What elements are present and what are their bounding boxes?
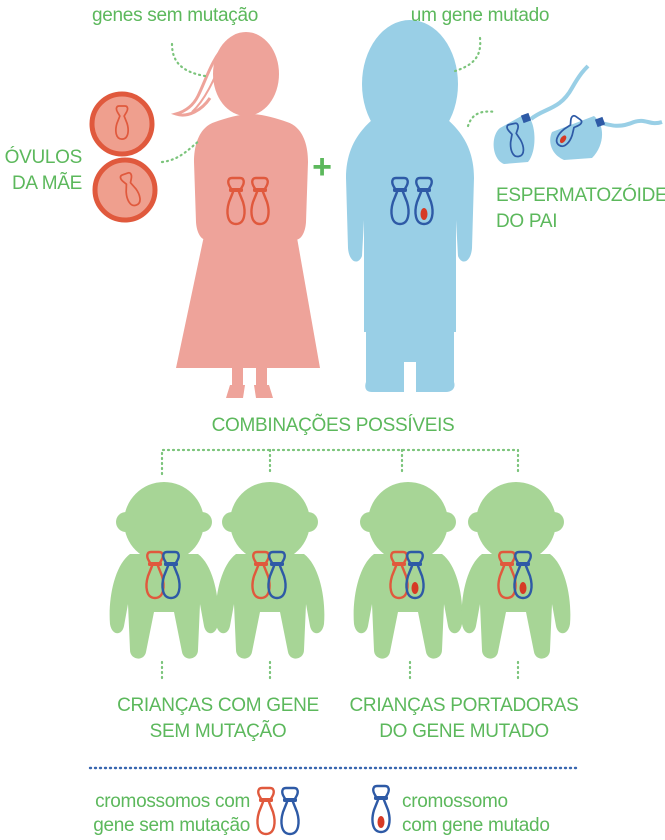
child-silhouette bbox=[216, 482, 325, 659]
legend-normal-line1: cromossomos com bbox=[60, 790, 250, 814]
child-silhouette bbox=[110, 482, 219, 659]
child-silhouette bbox=[354, 482, 463, 659]
ovum-icon bbox=[92, 94, 152, 154]
combinations-title: COMBINAÇÕES POSSÍVEIS bbox=[180, 414, 486, 438]
legend-chromosome-icon-mutated bbox=[372, 786, 389, 832]
father-caption: um gene mutado bbox=[400, 4, 560, 28]
sperm-icon bbox=[550, 114, 662, 160]
father-figure bbox=[346, 20, 474, 392]
sperm-label-line1: ESPERMATOZÓIDES bbox=[496, 184, 665, 208]
legend-mutated-line2: com gene mutado bbox=[402, 814, 550, 838]
ova-label-line1: ÓVULOS bbox=[0, 146, 82, 170]
child-silhouette bbox=[462, 482, 571, 659]
legend-mutated-line1: cromossomo bbox=[402, 790, 508, 814]
mother-caption: genes sem mutação bbox=[70, 4, 280, 28]
children-carrier-line1: CRIANÇAS PORTADORAS bbox=[342, 694, 586, 718]
mother-figure bbox=[176, 32, 320, 398]
sperm-label-line2: DO PAI bbox=[496, 210, 557, 234]
ovum-icon bbox=[95, 160, 155, 220]
children-normal-line1: CRIANÇAS COM GENE bbox=[100, 694, 336, 718]
legend-normal-line2: gene sem mutação bbox=[60, 814, 250, 838]
children-normal-line2: SEM MUTAÇÃO bbox=[100, 720, 336, 744]
ova-label-line2: DA MÃE bbox=[0, 172, 82, 196]
plus-sign: + bbox=[312, 148, 332, 186]
legend-chromosome-icon-normal bbox=[257, 788, 298, 834]
combinations-bracket bbox=[162, 450, 518, 678]
children-carrier-line2: DO GENE MUTADO bbox=[342, 720, 586, 744]
